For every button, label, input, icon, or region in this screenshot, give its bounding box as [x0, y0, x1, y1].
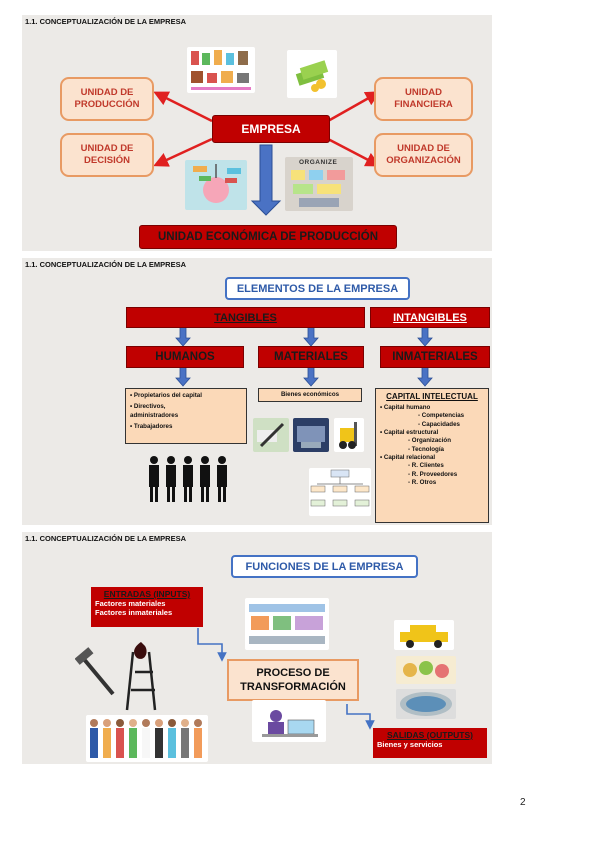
elementos-header: ELEMENTOS DE LA EMPRESA: [225, 277, 410, 300]
humanos-list: • Propietarios del capital • Directivos,…: [125, 388, 247, 444]
capital-item: - Competencias: [418, 412, 465, 420]
capital-item: - R. Otros: [408, 479, 437, 487]
entradas-title: ENTRADAS (INPUTS): [103, 589, 191, 599]
tools-image: [253, 418, 289, 452]
unidad-financiera-label: UNIDAD FINANCIERA: [394, 87, 453, 110]
capital-item: - Capacidades: [418, 420, 460, 428]
funciones-header: FUNCIONES DE LA EMPRESA: [231, 555, 418, 578]
humanos-box: HUMANOS: [126, 346, 244, 368]
salidas-title: SALIDAS (OUTPUTS): [387, 730, 473, 740]
humanos-item: administradores: [130, 411, 179, 419]
slide-title: 1.1. CONCEPTUALIZACIÓN DE LA EMPRESA: [25, 17, 186, 26]
brain-decision-image: [185, 160, 247, 210]
organize-label: ORGANIZE: [299, 159, 338, 166]
canned-fish-image: [396, 689, 456, 719]
capital-item: - Tecnología: [408, 445, 444, 453]
intangibles-bar: INTANGIBLES: [370, 307, 490, 328]
unidad-financiera-box: UNIDAD FINANCIERA: [374, 77, 473, 121]
inmateriales-box: INMATERIALES: [380, 346, 490, 368]
money-stack-image: [287, 50, 337, 98]
humanos-item: • Propietarios del capital: [130, 392, 202, 399]
empresa-box: EMPRESA: [212, 115, 330, 143]
page-number: 2: [520, 797, 526, 808]
capital-item: - Organización: [408, 437, 451, 445]
designer-work-image: [252, 700, 326, 742]
inmateriales-label: INMATERIALES: [392, 351, 478, 363]
taxi-image: [394, 620, 454, 650]
entradas-line: Factores materiales: [95, 599, 166, 608]
entradas-box: ENTRADAS (INPUTS) Factores materiales Fa…: [91, 587, 203, 627]
empresa-label: EMPRESA: [241, 122, 301, 136]
salidas-line: Bienes y servicios: [377, 740, 443, 749]
workforce-image: [86, 715, 208, 762]
slide1-arrows: [153, 91, 381, 216]
food-image: [396, 656, 456, 684]
unidad-produccion-box: UNIDAD DE PRODUCCIÓN: [60, 77, 154, 121]
tangibles-bar: TANGIBLES: [126, 307, 365, 328]
organize-board-image: ORGANIZE: [285, 157, 353, 211]
production-icons-image: [187, 47, 255, 93]
unidad-organizacion-box: UNIDAD DE ORGANIZACIÓN: [374, 133, 473, 177]
salidas-box: SALIDAS (OUTPUTS) Bienes y servicios: [373, 728, 487, 758]
forklift-image: [334, 418, 364, 452]
unidad-organizacion-label: UNIDAD DE ORGANIZACIÓN: [386, 143, 461, 166]
elementos-header-label: ELEMENTOS DE LA EMPRESA: [236, 282, 399, 295]
unidad-economica-banner: UNIDAD ECONÓMICA DE PRODUCCIÓN: [139, 225, 397, 249]
slide3-arrows: [197, 628, 375, 730]
slide-funciones: 1.1. CONCEPTUALIZACIÓN DE LA EMPRESA FUN…: [22, 532, 492, 764]
slide-elementos: 1.1. CONCEPTUALIZACIÓN DE LA EMPRESA ELE…: [22, 258, 492, 525]
entradas-line: Factores inmateriales: [95, 608, 173, 617]
org-chart-image: [309, 468, 371, 516]
slide2-arrows: [175, 326, 433, 387]
workers-silhouettes-image: [144, 454, 232, 504]
slide-title: 1.1. CONCEPTUALIZACIÓN DE LA EMPRESA: [25, 534, 186, 543]
materiales-box: MATERIALES: [258, 346, 364, 368]
slide-title: 1.1. CONCEPTUALIZACIÓN DE LA EMPRESA: [25, 260, 186, 269]
materiales-label: MATERIALES: [274, 351, 348, 363]
tangibles-label: TANGIBLES: [214, 311, 277, 324]
proceso-box: PROCESO DE TRANSFORMACIÓN: [227, 659, 359, 701]
proceso-label: PROCESO DE TRANSFORMACIÓN: [240, 666, 346, 693]
capital-item: • Capital estructural: [380, 428, 439, 436]
slide-conceptualizacion: 1.1. CONCEPTUALIZACIÓN DE LA EMPRESA UNI…: [22, 15, 492, 251]
factory-process-image: [245, 598, 329, 650]
capital-title: CAPITAL INTELECTUAL: [386, 392, 478, 401]
capital-item: - R. Proveedores: [408, 470, 458, 478]
unidad-economica-label: UNIDAD ECONÓMICA DE PRODUCCIÓN: [158, 231, 378, 243]
humanos-item: • Trabajadores: [130, 423, 173, 431]
unidad-decision-box: UNIDAD DE DECISIÓN: [60, 133, 154, 177]
hammer-oil-image: [75, 632, 175, 712]
unidad-decision-label: UNIDAD DE DECISIÓN: [80, 143, 134, 166]
machinery-image: [293, 418, 329, 452]
humanos-item: • Directivos,: [130, 403, 166, 411]
capital-item: • Capital relacional: [380, 453, 436, 461]
materiales-list: Bienes económicos: [258, 388, 362, 402]
capital-item: • Capital humano: [380, 403, 431, 411]
capital-item: - R. Clientes: [408, 462, 444, 470]
materiales-item: Bienes económicos: [280, 391, 340, 398]
intangibles-label: INTANGIBLES: [393, 311, 467, 324]
funciones-header-label: FUNCIONES DE LA EMPRESA: [245, 560, 404, 573]
capital-intelectual-box: CAPITAL INTELECTUAL • Capital humano - C…: [375, 388, 489, 523]
unidad-produccion-label: UNIDAD DE PRODUCCIÓN: [74, 87, 140, 110]
humanos-label: HUMANOS: [155, 351, 215, 363]
